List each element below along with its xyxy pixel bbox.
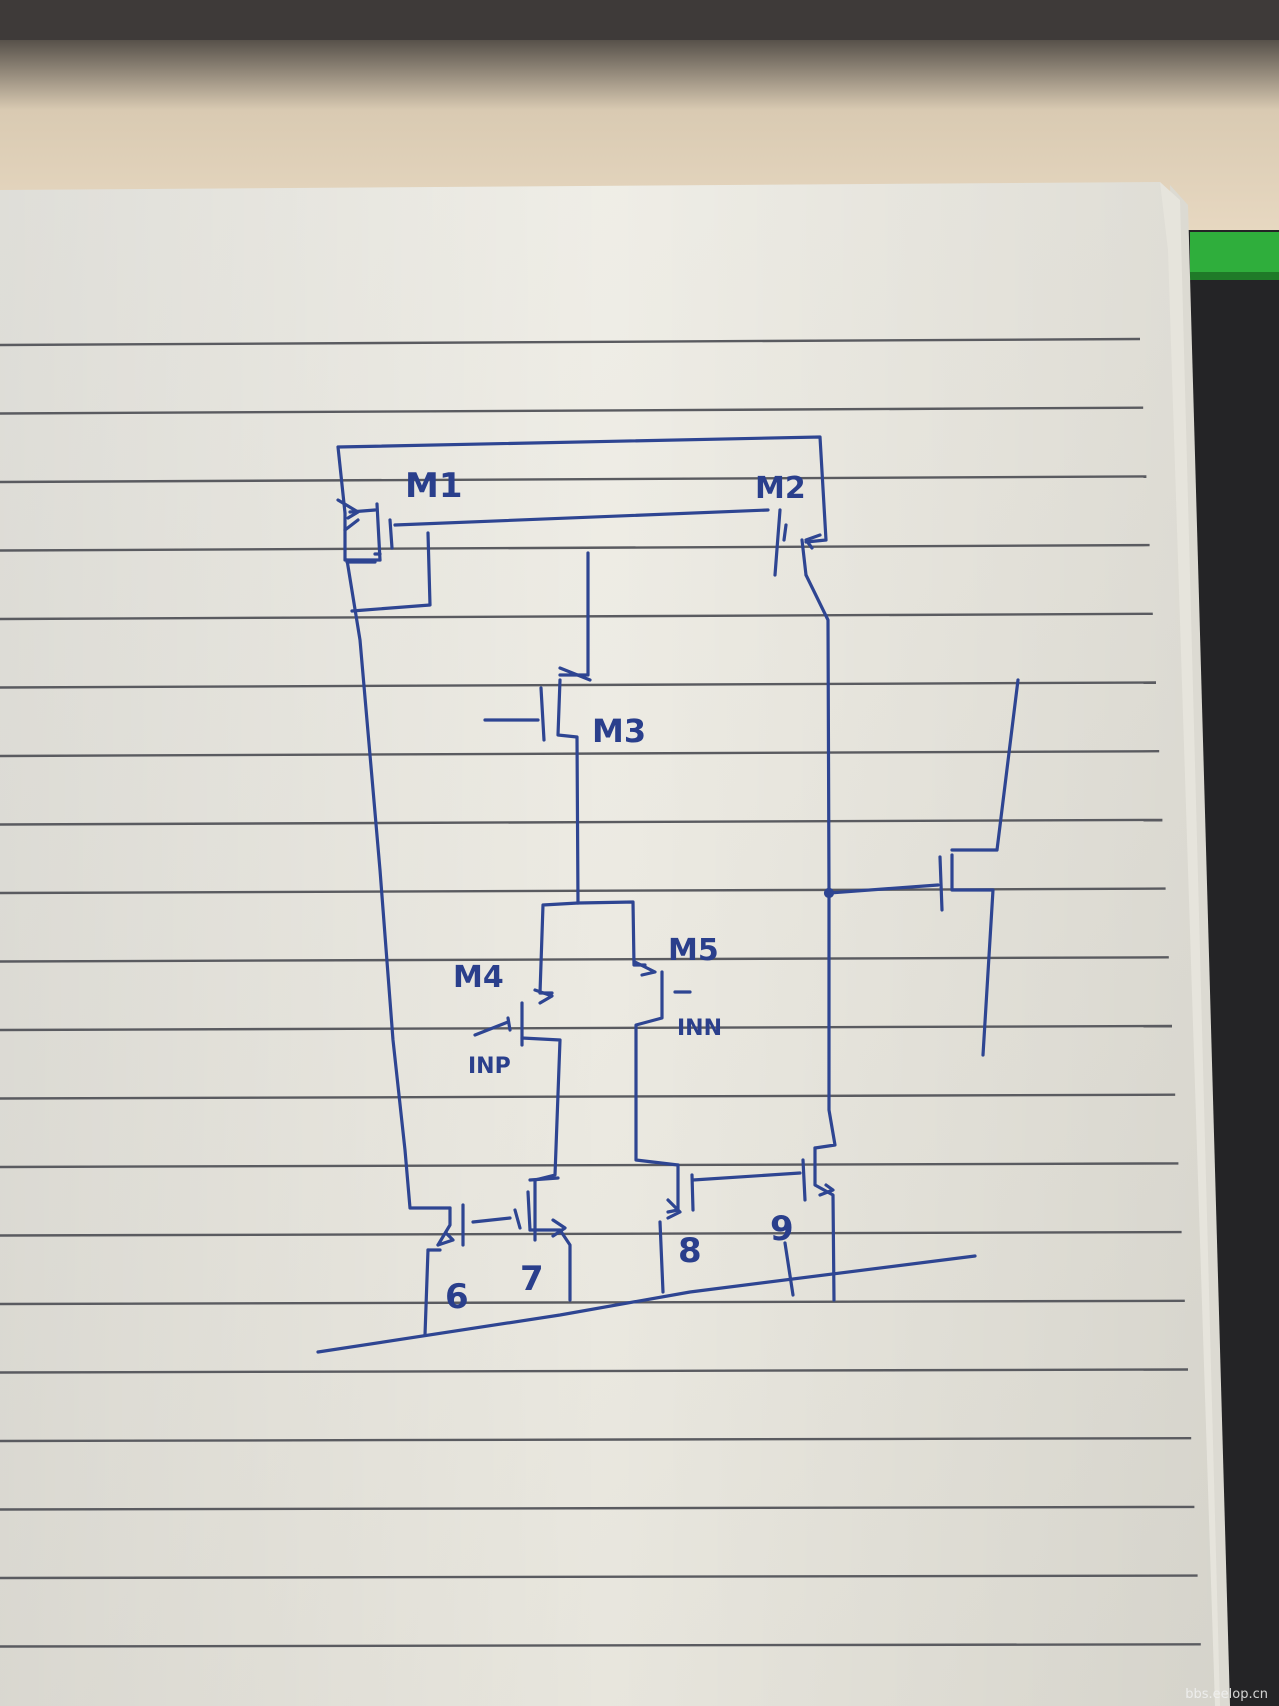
output-gate-wire bbox=[827, 883, 940, 895]
paper-shading bbox=[0, 182, 1215, 1706]
m1-m2-gate-wire bbox=[393, 508, 770, 527]
transistor-8-9 bbox=[658, 1146, 836, 1302]
transistor-m4 bbox=[473, 901, 580, 1242]
ruled-line bbox=[0, 1368, 1189, 1374]
label-m5: M5 bbox=[668, 933, 719, 968]
m1-diode-wire bbox=[350, 531, 432, 613]
label-node-6: 6 bbox=[445, 1277, 469, 1317]
ruled-line bbox=[0, 1299, 1185, 1306]
ruled-line bbox=[0, 956, 1169, 963]
watermark-text: bbs.eelop.cn bbox=[1185, 1687, 1268, 1702]
circuit-schematic bbox=[316, 435, 1020, 1354]
transistor-6-7 bbox=[423, 1176, 572, 1337]
top-rail-wire bbox=[336, 435, 828, 544]
ruled-line bbox=[0, 1505, 1195, 1511]
ruled-line bbox=[0, 1436, 1192, 1443]
right-vertical-wire bbox=[804, 573, 837, 1150]
m1-arrow bbox=[343, 518, 360, 532]
ruled-line bbox=[0, 1093, 1176, 1100]
ruled-line bbox=[0, 1574, 1198, 1580]
transistor-m5 bbox=[576, 900, 692, 1167]
ruled-line bbox=[0, 406, 1144, 415]
ground-line bbox=[316, 1254, 977, 1354]
diagram-labels: M1 M2 M3 M4 M5 INP INN 6 7 8 9 bbox=[405, 466, 806, 1317]
transistor-m2 bbox=[773, 508, 822, 577]
transistor-m1 bbox=[336, 498, 394, 564]
label-inp: INP bbox=[468, 1054, 511, 1079]
label-inn: INN bbox=[677, 1016, 722, 1041]
label-m3: M3 bbox=[592, 712, 646, 750]
label-node-7: 7 bbox=[520, 1259, 544, 1299]
label-m1: M1 bbox=[405, 466, 463, 506]
label-node-9: 9 bbox=[770, 1209, 794, 1249]
ruled-line bbox=[0, 681, 1157, 689]
label-node-8: 8 bbox=[678, 1231, 702, 1271]
ruled-line bbox=[0, 750, 1160, 758]
ruled-line bbox=[0, 612, 1153, 621]
ruled-line bbox=[0, 475, 1147, 484]
ruled-line bbox=[0, 1024, 1173, 1032]
ruled-line bbox=[0, 818, 1163, 826]
ruled-line bbox=[0, 1230, 1182, 1237]
m3-top-wire bbox=[558, 551, 590, 677]
ruled-line bbox=[0, 543, 1150, 552]
mat-green-shadow bbox=[1190, 272, 1279, 280]
ruled-line bbox=[0, 337, 1141, 347]
label-m2: M2 bbox=[755, 471, 806, 506]
ruled-line bbox=[0, 1162, 1179, 1169]
label-m4: M4 bbox=[453, 960, 504, 995]
transistor-m3 bbox=[483, 551, 592, 905]
left-vertical-wire bbox=[345, 558, 452, 1210]
ruled-line bbox=[0, 1643, 1201, 1648]
transistor-output bbox=[823, 678, 1020, 1057]
m4-gate-wire bbox=[473, 1020, 510, 1037]
